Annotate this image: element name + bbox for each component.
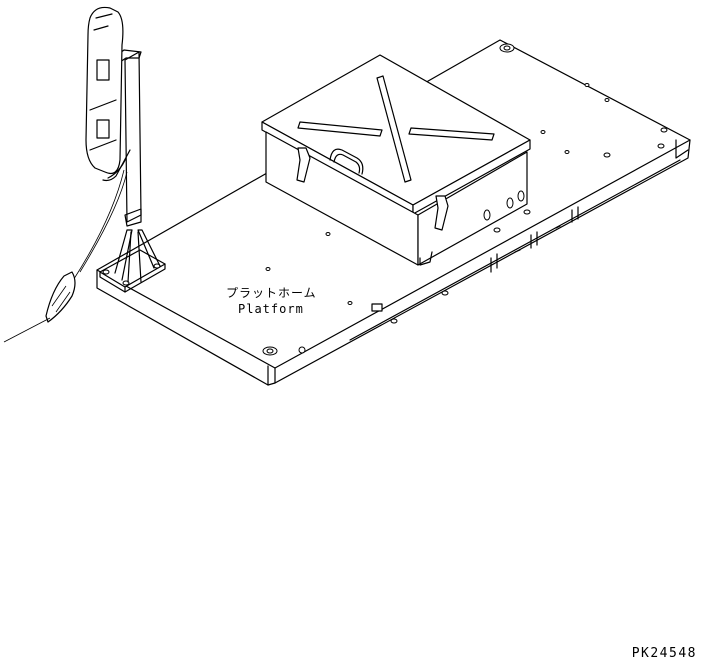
mirror-stay: [85, 6, 166, 293]
tool-box: [261, 54, 531, 266]
side-brackets: [490, 206, 579, 273]
platform-holes: [262, 43, 668, 356]
platform-label-en: Platform: [238, 302, 304, 316]
platform-label-jp: プラットホーム: [226, 286, 317, 300]
cable-tag: [3, 169, 128, 343]
figure-code: PK24548: [631, 646, 697, 661]
